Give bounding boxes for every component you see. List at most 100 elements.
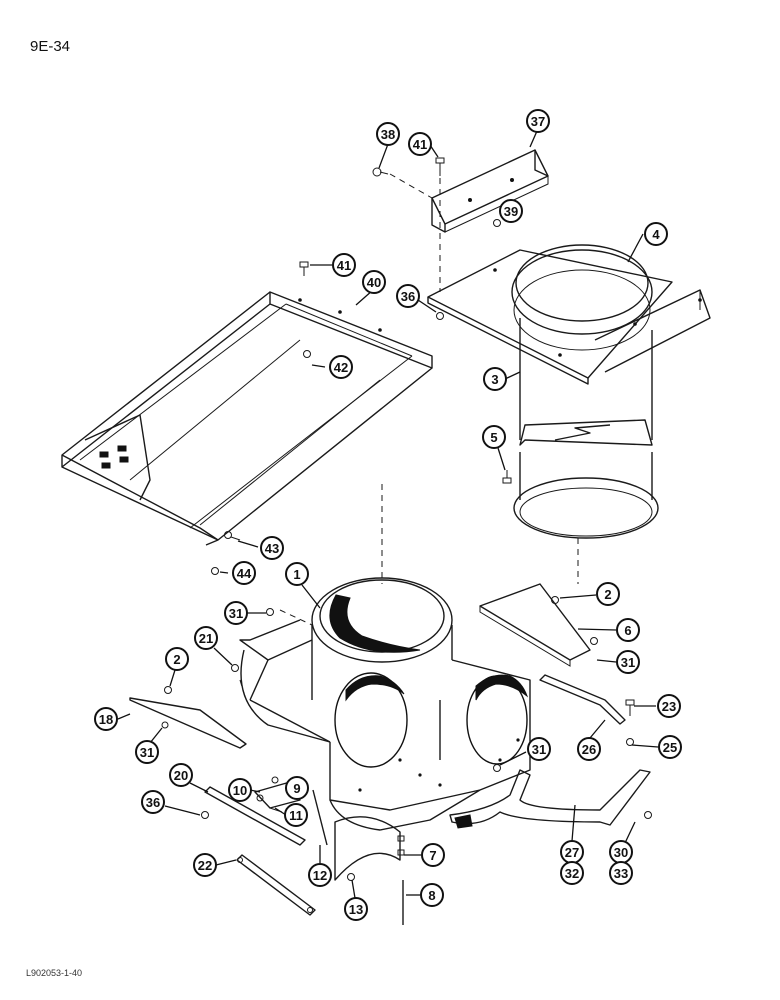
callout-number: 33 xyxy=(614,866,628,881)
screw-43 xyxy=(224,531,241,541)
callout-circle xyxy=(396,284,420,308)
strap-22 xyxy=(236,854,316,916)
tube-top-ring xyxy=(511,244,653,351)
callout-number: 41 xyxy=(413,137,427,152)
callout-23: 23 xyxy=(657,694,681,718)
callout-number: 6 xyxy=(624,623,631,638)
bolt-5 xyxy=(502,470,512,484)
callout-7: 7 xyxy=(421,843,445,867)
nut-31-housing xyxy=(266,608,274,616)
callout-number: 31 xyxy=(229,606,243,621)
callout-33: 33 xyxy=(609,861,633,885)
callout-31: 31 xyxy=(224,601,248,625)
callout-number: 4 xyxy=(652,227,660,242)
callout-circle xyxy=(609,861,633,885)
callout-number: 31 xyxy=(621,655,635,670)
callout-circle xyxy=(499,199,523,223)
callout-circle xyxy=(527,737,551,761)
callout-number: 31 xyxy=(140,745,154,760)
bolt-41-left xyxy=(299,261,309,276)
nut-25 xyxy=(626,738,634,746)
callout-circle xyxy=(193,853,217,877)
callout-41: 41 xyxy=(408,132,432,156)
callout-circle xyxy=(344,897,368,921)
callout-number: 12 xyxy=(313,868,327,883)
callout-31: 31 xyxy=(135,740,159,764)
callout-32: 32 xyxy=(560,861,584,885)
callout-36: 36 xyxy=(396,284,420,308)
callout-13: 13 xyxy=(344,897,368,921)
callout-38: 38 xyxy=(376,122,400,146)
callout-number: 1 xyxy=(293,567,300,582)
callout-number: 22 xyxy=(198,858,212,873)
bolt-2-cover xyxy=(551,596,559,604)
callout-number: 40 xyxy=(367,275,381,290)
callout-circle xyxy=(376,122,400,146)
shield-7 xyxy=(334,816,405,881)
callout-circle xyxy=(308,863,332,887)
callout-11: 11 xyxy=(284,803,308,827)
callout-circle xyxy=(657,694,681,718)
bolt-23 xyxy=(625,699,635,716)
callout-2: 2 xyxy=(165,647,189,671)
callout-22: 22 xyxy=(193,853,217,877)
callout-40: 40 xyxy=(362,270,386,294)
nut-31-cover xyxy=(590,637,598,645)
nut-44 xyxy=(211,567,219,575)
frame-weldment xyxy=(61,291,433,546)
callout-number: 21 xyxy=(199,631,213,646)
callout-number: 18 xyxy=(99,712,113,727)
callout-number: 20 xyxy=(174,768,188,783)
tube-body xyxy=(513,318,659,539)
callout-circle xyxy=(284,803,308,827)
callout-circle xyxy=(232,561,256,585)
callout-circle xyxy=(169,763,193,787)
callout-10: 10 xyxy=(228,778,252,802)
callout-number: 38 xyxy=(381,127,395,142)
callout-number: 42 xyxy=(334,360,348,375)
callout-number: 36 xyxy=(146,795,160,810)
callout-number: 41 xyxy=(337,258,351,273)
callout-number: 39 xyxy=(504,204,518,219)
callout-circle xyxy=(408,132,432,156)
callout-9: 9 xyxy=(285,776,309,800)
mounting-bracket xyxy=(431,149,549,233)
callout-39: 39 xyxy=(499,199,523,223)
callout-circle xyxy=(135,740,159,764)
bolt-2-left xyxy=(164,686,172,694)
callout-27: 27 xyxy=(560,840,584,864)
bolt-21 xyxy=(231,664,239,672)
callout-25: 25 xyxy=(658,735,682,759)
bolt-41-top xyxy=(435,157,445,176)
callout-number: 3 xyxy=(491,372,498,387)
callout-number: 2 xyxy=(604,587,611,602)
callout-18: 18 xyxy=(94,707,118,731)
callout-circle xyxy=(577,737,601,761)
nut-31-left xyxy=(161,721,169,729)
callout-number: 10 xyxy=(233,783,247,798)
cover-plate xyxy=(479,583,591,667)
callout-number: 31 xyxy=(532,742,546,757)
callout-number: 26 xyxy=(582,742,596,757)
callout-circle xyxy=(194,626,218,650)
callout-3: 3 xyxy=(483,367,507,391)
callout-circle xyxy=(483,367,507,391)
callout-44: 44 xyxy=(232,561,256,585)
callout-circle xyxy=(332,253,356,277)
callout-number: 36 xyxy=(401,289,415,304)
callout-circle xyxy=(329,355,353,379)
callout-circle xyxy=(285,776,309,800)
callout-number: 30 xyxy=(614,845,628,860)
callout-circle xyxy=(260,536,284,560)
tube-flange-plate xyxy=(427,249,711,385)
callout-43: 43 xyxy=(260,536,284,560)
callout-circle xyxy=(596,582,620,606)
nut-36-bottom xyxy=(201,811,209,819)
callout-circle xyxy=(141,790,165,814)
callout-circle xyxy=(526,109,550,133)
callout-30: 30 xyxy=(609,840,633,864)
callout-number: 5 xyxy=(490,430,497,445)
callout-20: 20 xyxy=(169,763,193,787)
callout-5: 5 xyxy=(482,425,506,449)
